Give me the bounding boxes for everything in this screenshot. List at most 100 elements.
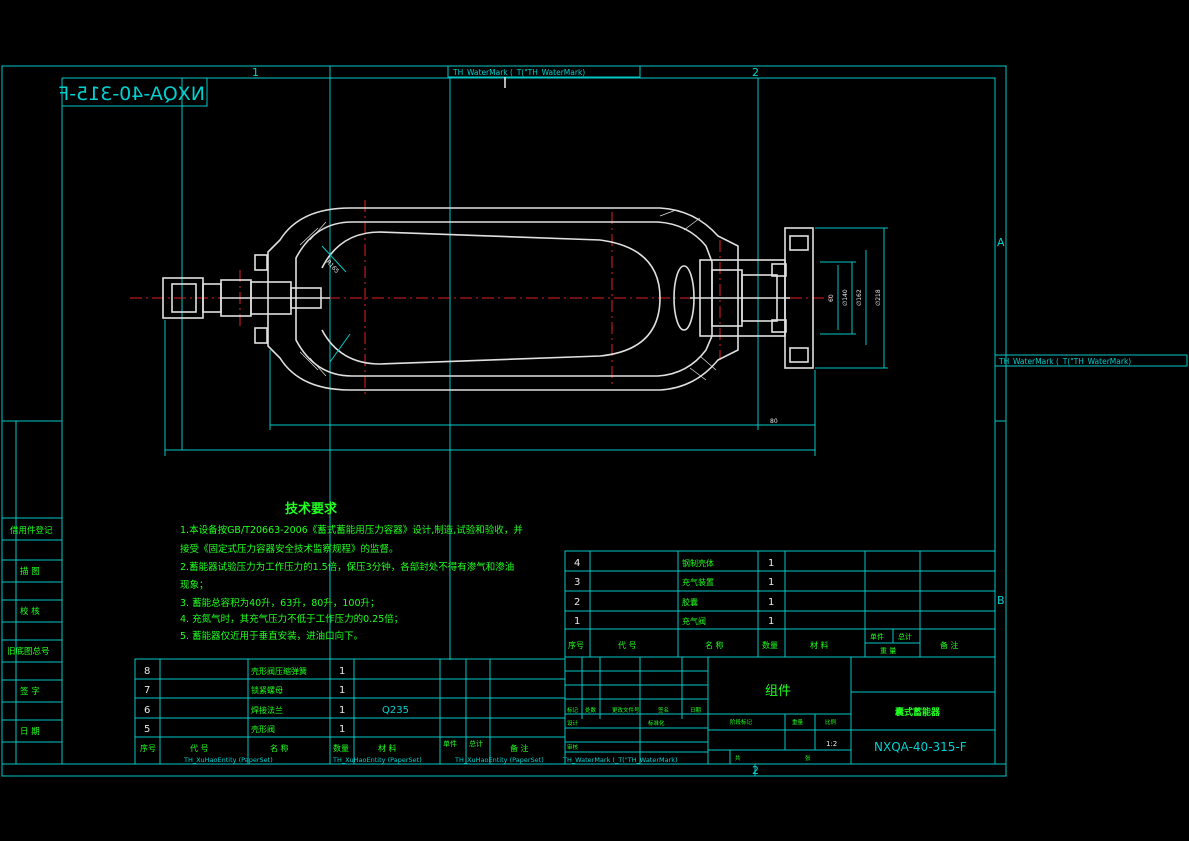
dim-r: R165 xyxy=(325,259,341,275)
pr-no-1: 1 xyxy=(574,616,580,627)
dim-140: ∅140 xyxy=(842,289,849,306)
watermark-top: TH_WaterMark (_T("TH_WaterMark) xyxy=(452,68,585,77)
tech-line-1: 1.本设备按GB/T20663-2006《蓄式蓄能用压力容器》设计,制造,试验和… xyxy=(180,524,523,536)
prh-mat: 材 料 xyxy=(810,640,829,650)
zone-label-2-bottom: 2 xyxy=(752,764,759,777)
bottom-watermarks: TH_XuHaoEntity (PaperSet) TH_XuHaoEntity… xyxy=(183,756,678,764)
watermark-top-box xyxy=(447,65,641,78)
prh-qty: 数量 xyxy=(762,640,778,650)
outer-frame xyxy=(1,65,1007,777)
prh-total-wt: 总计 xyxy=(898,632,912,641)
pr-no-4: 4 xyxy=(574,558,580,569)
pl-name-6: 焊接法兰 xyxy=(251,705,283,715)
strip-2: 描 图 xyxy=(20,566,40,577)
watermark-right-box xyxy=(994,354,1188,367)
tb-rev-count: 处数 xyxy=(585,706,597,714)
dim-60: 60 xyxy=(828,294,835,302)
tb-scale: 1:2 xyxy=(826,740,837,748)
pr-qty-4: 1 xyxy=(768,558,774,569)
tech-line-5: 3. 蓄能总容积为40升，63升，80升，100升； xyxy=(180,597,379,609)
parts-list-left: 8 壳形阀压缩弹簧 1 7 锁紧螺母 1 6 焊接法兰 1 Q235 5 壳形阀… xyxy=(134,658,566,765)
pr-name-1: 充气阀 xyxy=(682,616,706,626)
tb-rev-marks: 标记 xyxy=(567,706,579,714)
plh-name: 名 称 xyxy=(270,743,289,753)
pl-qty-5: 1 xyxy=(339,724,345,735)
strip-6: 日 期 xyxy=(20,727,40,737)
tb-audit: 审核 xyxy=(567,743,579,751)
tech-line-2: 接受《固定式压力容器安全技术监察规程》的监督。 xyxy=(180,543,399,555)
pl-no-7: 7 xyxy=(144,685,150,696)
mirrored-code-box xyxy=(61,77,208,107)
tb-rev-date: 日期 xyxy=(690,707,702,714)
pl-name-7: 锁紧螺母 xyxy=(251,685,283,695)
tb-ratio: 比例 xyxy=(825,718,837,726)
tech-line-7: 5. 蓄能器仅近用于垂直安装，进油口向下。 xyxy=(180,630,363,642)
strip-1: 借用件登记 xyxy=(10,525,53,536)
pr-no-3: 3 xyxy=(574,577,580,588)
plh-code: 代 号 xyxy=(190,743,209,753)
plh-no: 序号 xyxy=(140,743,156,753)
bladder xyxy=(321,231,661,365)
tech-line-4: 现象； xyxy=(180,579,209,591)
plh-qty: 数量 xyxy=(333,743,349,753)
pr-qty-2: 1 xyxy=(768,597,774,608)
plh-unit: 单件 xyxy=(443,739,457,748)
shell-hatching xyxy=(299,209,717,381)
tb-stage: 阶段标记 xyxy=(730,718,753,726)
tb-group: 组件 xyxy=(765,684,791,699)
plh-mat: 材 料 xyxy=(378,743,397,753)
tb-sheet-total: 共 xyxy=(735,754,741,762)
tb-rev-sign: 签名 xyxy=(658,706,669,714)
pr-name-3: 充气装置 xyxy=(682,577,714,587)
oil-port-assembly xyxy=(673,227,814,369)
bw-1: TH_XuHaoEntity (PaperSet) xyxy=(183,756,273,764)
strip-5: 签 字 xyxy=(20,686,40,697)
inner-frame xyxy=(61,77,996,765)
prh-note: 备 注 xyxy=(940,640,959,650)
tb-rev-file: 更改文件号 xyxy=(612,706,640,714)
dim-len: 80 xyxy=(770,418,778,425)
mirrored-code: NXQA-40-315-F xyxy=(58,83,205,105)
plh-note: 备 注 xyxy=(510,743,529,753)
watermark-right: TH_WaterMark (_T("TH_WaterMark) xyxy=(998,357,1131,366)
pr-qty-1: 1 xyxy=(768,616,774,627)
strip-4: 旧底图总号 xyxy=(7,646,50,657)
dim-162: ∅162 xyxy=(856,289,863,306)
gas-valve-assembly xyxy=(162,254,330,344)
bw-2: TH_XuHaoEntity (PaperSet) xyxy=(332,756,422,764)
pl-no-6: 6 xyxy=(144,705,150,716)
tb-code: NXQA-40-315-F xyxy=(874,740,967,754)
tech-title: 技术要求 xyxy=(285,501,338,517)
strip-3: 校 核 xyxy=(20,606,40,617)
tb-std: 标准化 xyxy=(648,719,665,727)
vessel-inner-shell xyxy=(295,221,713,377)
pr-name-4: 钢制壳体 xyxy=(682,558,714,568)
pl-mat-6: Q235 xyxy=(382,705,409,716)
zone-label-b: B xyxy=(997,594,1005,607)
title-block: 组件 囊式蓄能器 NXQA-40-315-F 1:2 标记 处数 更改文件号 签… xyxy=(564,656,996,765)
dim-218: ∅218 xyxy=(875,289,882,306)
pr-no-2: 2 xyxy=(574,597,580,608)
zone-label-a: A xyxy=(997,236,1005,249)
left-strip: 借用件登记 描 图 校 核 旧底图总号 签 字 日 期 xyxy=(1,421,63,765)
pl-qty-6: 1 xyxy=(339,705,345,716)
pl-no-5: 5 xyxy=(144,724,150,735)
tb-weight: 重量 xyxy=(792,718,804,726)
zone-label-1: 1 xyxy=(252,66,259,79)
pr-name-2: 胶囊 xyxy=(682,597,698,607)
bw-3: TH_XuHaoEntity (PaperSet) xyxy=(454,756,544,764)
prh-code: 代 号 xyxy=(618,640,637,650)
prh-unit-wt: 单件 xyxy=(870,632,884,641)
prh-name: 名 称 xyxy=(705,640,724,650)
pl-qty-8: 1 xyxy=(339,666,345,677)
zone-label-2: 2 xyxy=(752,66,759,79)
tech-line-6: 4. 充氮气时，其充气压力不低于工作压力的0.25倍； xyxy=(180,613,403,625)
parts-list-right: 4 钢制壳体 1 3 充气装置 1 2 胶囊 1 1 充气阀 1 序号 代 号 … xyxy=(564,550,996,658)
tb-product: 囊式蓄能器 xyxy=(894,706,941,718)
pl-qty-7: 1 xyxy=(339,685,345,696)
bw-4: TH_WaterMark (_T("TH_WaterMark) xyxy=(562,756,678,764)
pl-name-8: 壳形阀压缩弹簧 xyxy=(251,666,307,676)
prh-weight: 重 量 xyxy=(880,647,896,655)
tb-design: 设计 xyxy=(567,719,579,727)
